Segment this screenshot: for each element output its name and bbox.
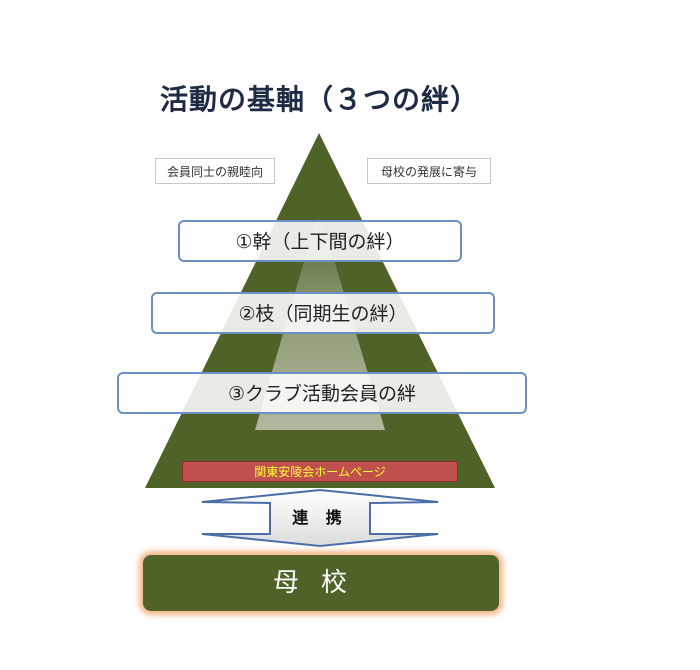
tag-school-contribution: 母校の発展に寄与 — [367, 158, 491, 184]
link-label: 連 携 — [292, 508, 348, 527]
bond-box-branch: ②枝（同期生の絆） — [151, 292, 495, 334]
bond-box-trunk: ①幹（上下間の絆） — [178, 220, 462, 262]
school-box: 母校 — [143, 555, 499, 611]
diagram-title: 活動の基軸（３つの絆） — [160, 83, 480, 116]
tag-member-friendship: 会員同士の親睦向 — [155, 158, 275, 184]
link-arrow — [201, 488, 439, 548]
bond-box-club: ③クラブ活動会員の絆 — [117, 372, 527, 414]
homepage-link[interactable]: 関東安陵会ホームページ — [182, 461, 458, 482]
